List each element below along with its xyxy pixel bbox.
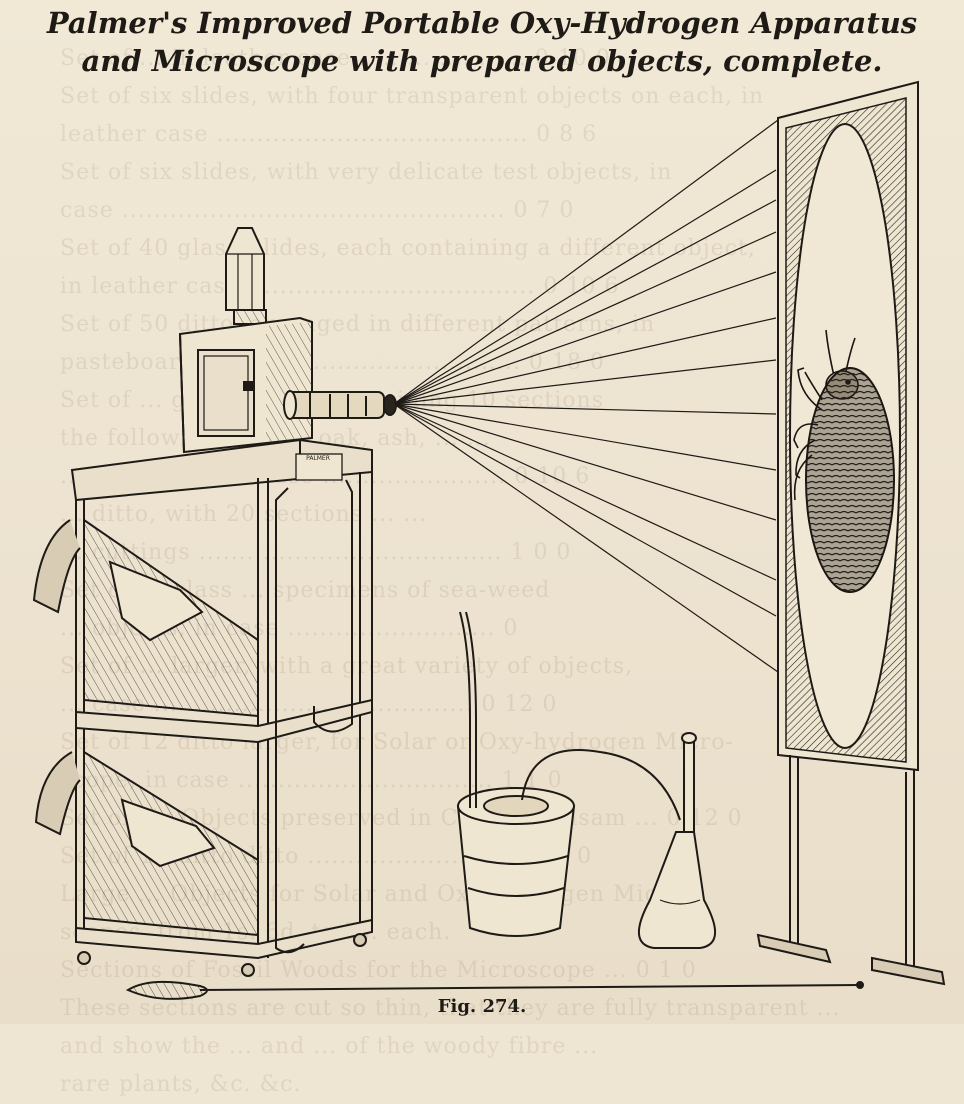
projected-louse [793, 329, 895, 593]
show-through-line: and show the ... and ... of the woody fi… [60, 1034, 599, 1059]
objective-tube [287, 391, 385, 419]
engraving-illustration [32, 80, 946, 1000]
gas-pipe-and-bulb [125, 980, 864, 1000]
oxy-hydrogen-lantern [178, 227, 397, 454]
slide-cabinet [32, 438, 373, 977]
figure-caption: Fig. 274. [437, 996, 527, 1017]
water-bucket [456, 611, 681, 937]
light-rays [393, 119, 779, 673]
show-through-line: rare plants, &c. &c. [60, 1072, 302, 1097]
figure-title: Palmer's Improved Portable Oxy-Hydrogen … [0, 4, 964, 80]
gas-bottle [637, 732, 717, 949]
title-line-2: and Microscope with prepared objects, co… [81, 44, 883, 78]
title-line-1: Palmer's Improved Portable Oxy-Hydrogen … [46, 6, 918, 40]
lamp-maker-plate: PALMER [306, 455, 330, 462]
